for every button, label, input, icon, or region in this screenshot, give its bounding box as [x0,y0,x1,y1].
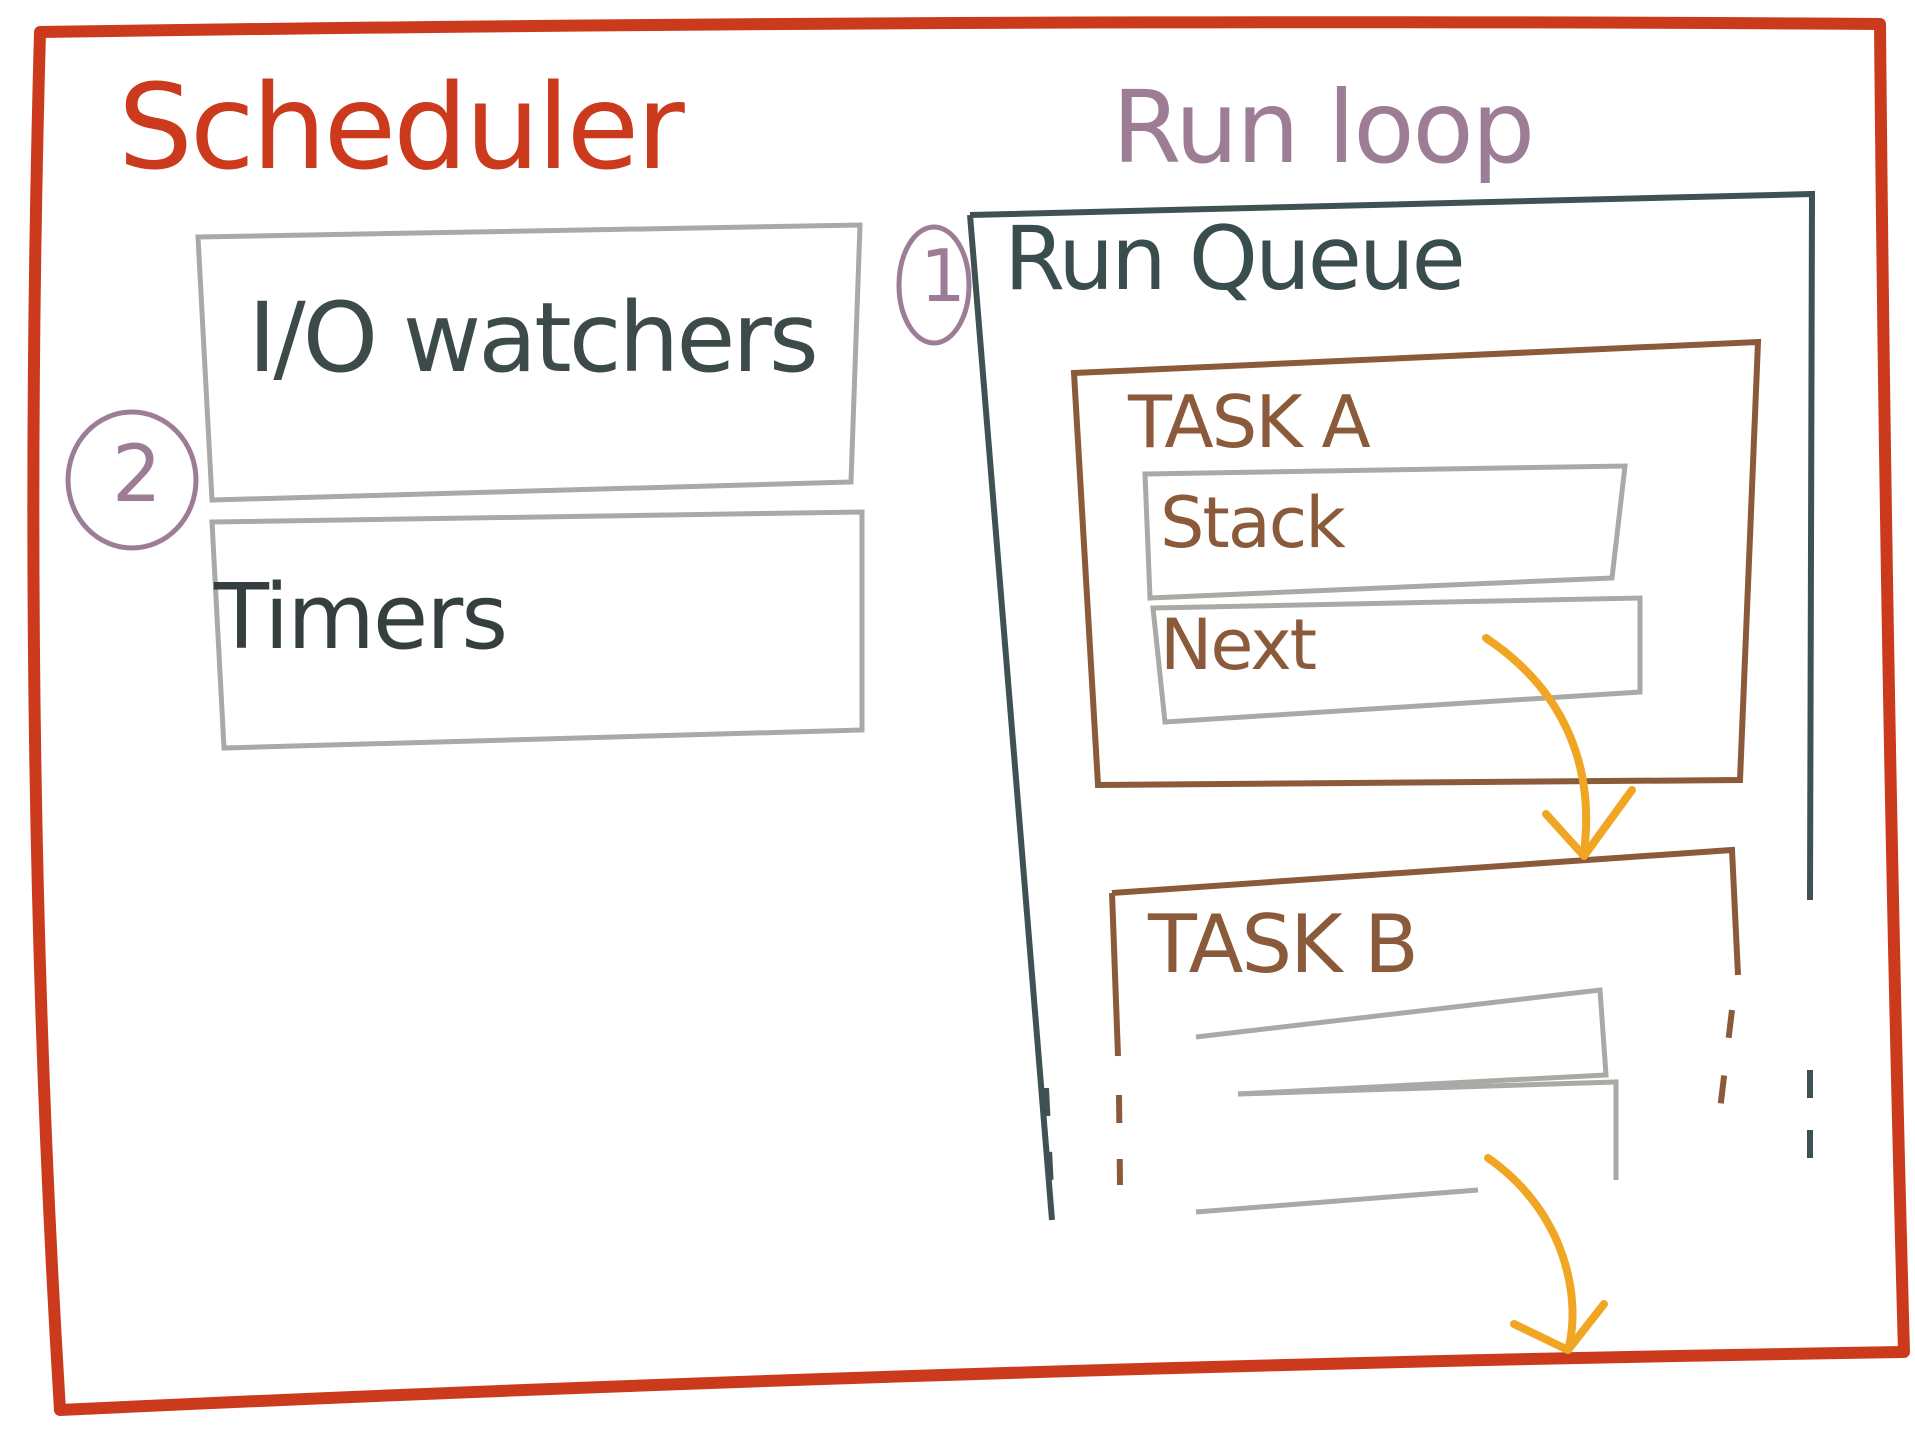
arrow-task-b-next [1484,1154,1577,1354]
task-b-label: TASK B [1148,898,1419,991]
arrow-task-a-to-task-b [1482,634,1591,856]
run-queue-box [967,190,1816,1221]
scheduler-title: Scheduler [118,58,685,196]
task-a-box [1070,338,1762,789]
run-queue-dashed-left [1043,1087,1055,1211]
task-b-dashed-right [1717,1009,1735,1111]
task-b-field-1-box [1195,987,1609,1097]
task-b-box [1109,846,1741,1057]
run-queue-label: Run Queue [1004,207,1466,310]
stack-field-box [1142,463,1628,601]
timers-label: Timers [214,565,508,670]
arrow-task-a-to-task-b-head [1542,786,1636,860]
timers-box [209,509,865,751]
task-b-field-2-box [1195,1079,1619,1215]
task-b-dashed-left [1116,1094,1123,1186]
task-a-stack-label: Stack [1160,482,1346,564]
arrow-task-b-next-head [1510,1300,1608,1354]
io-watchers-label: I/O watchers [248,282,819,394]
scheduler-frame [27,16,1910,1416]
io-watchers-box [195,222,863,503]
order-marker-2: 2 [112,430,162,520]
task-a-label: TASK A [1128,380,1371,464]
run-loop-title: Run loop [1112,69,1535,186]
next-field-box [1150,595,1643,725]
order-marker-1: 1 [920,234,966,318]
order-marker-1-circle [896,224,972,346]
order-marker-2-circle [65,409,199,551]
task-a-next-label: Next [1160,604,1317,686]
